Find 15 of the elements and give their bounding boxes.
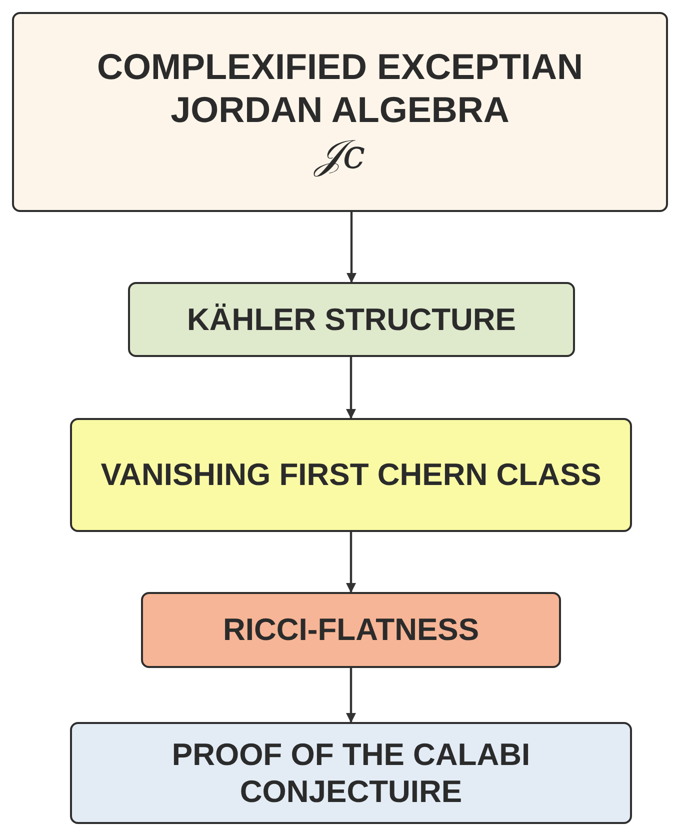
math-symbol: 𝒥c [314, 131, 366, 180]
box-title: KÄHLER STRUCTURE [187, 300, 516, 338]
arrow [346, 357, 356, 419]
arrow [346, 212, 356, 283]
box-title: COMPLEXIFIED EXCEPTIAN JORDAN ALGEBRA [96, 44, 584, 132]
arrow [346, 668, 356, 723]
box-title: RICCI-FLATNESS [222, 611, 480, 649]
box-title: VANISHING FIRST CHERN CLASS [100, 456, 602, 494]
box-title: PROOF OF THE CALABI CONJECTUIRE [170, 736, 532, 810]
process-box [70, 722, 632, 824]
process-box [141, 592, 561, 668]
process-box [128, 282, 575, 357]
process-box [12, 12, 668, 212]
arrow [346, 532, 356, 593]
process-box [70, 418, 632, 532]
